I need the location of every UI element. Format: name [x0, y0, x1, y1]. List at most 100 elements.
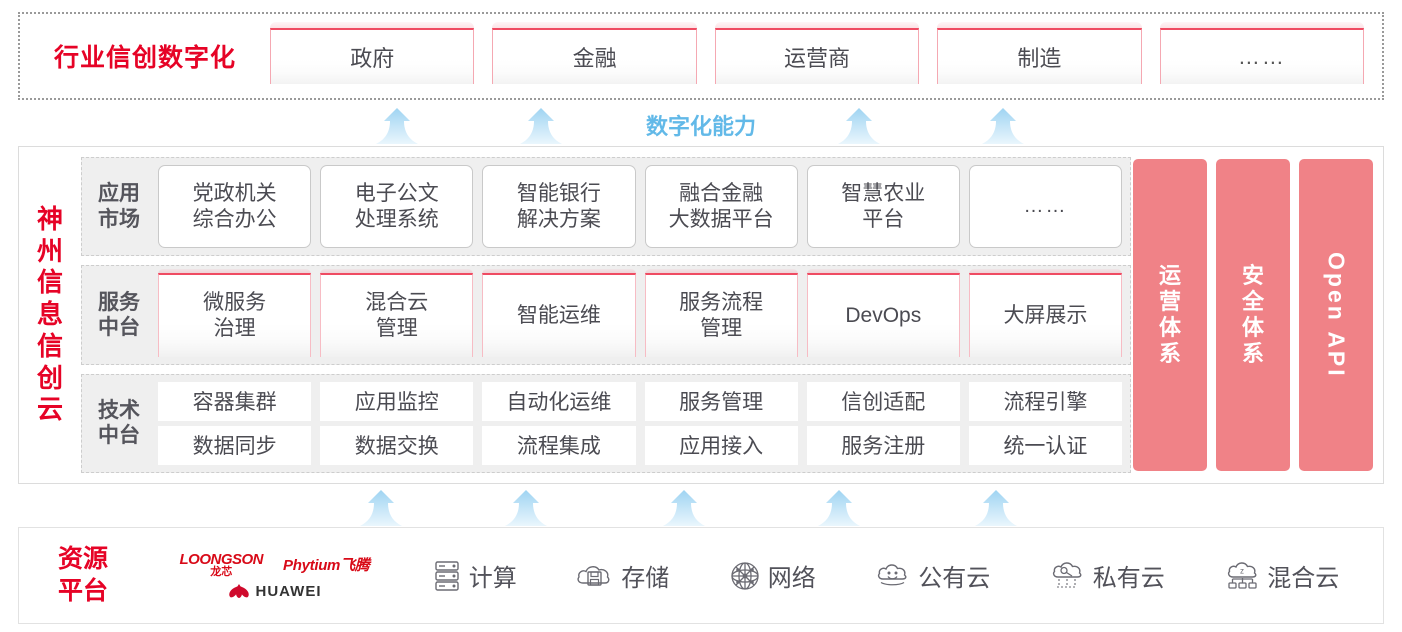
tech-cell-service-management[interactable]: 服务管理 — [644, 381, 798, 421]
tech-cell-automated-ops[interactable]: 自动化运维 — [482, 381, 636, 421]
pillar-char: 运 — [1158, 263, 1181, 289]
vendor-logo-line-1: LOONGSON 龙芯 Phytium飞腾 — [180, 552, 370, 578]
pillar-char: 全 — [1241, 289, 1264, 315]
tech-cell-service-registry[interactable]: 服务注册 — [806, 425, 960, 465]
cell-line2: 综合办公 — [192, 207, 277, 231]
svc-cell-hybrid-cloud-management[interactable]: 混合云 管理 — [320, 269, 474, 357]
svc-cell-devops[interactable]: DevOps — [806, 269, 961, 357]
resource-item-storage[interactable]: 存储 — [576, 558, 669, 593]
cell-line2: 处理系统 — [354, 207, 439, 231]
huawei-logo-text: HUAWEI — [255, 582, 322, 600]
resource-item-label: 公有云 — [918, 565, 991, 592]
industry-card-operator[interactable]: 运营商 — [714, 22, 920, 84]
band-label-service-platform: 服务 中台 — [88, 290, 150, 340]
capability-label: 数字化能力 — [646, 114, 757, 139]
cell-line2: 管理 — [375, 316, 418, 340]
vendor-logo-line-2: HUAWEI — [228, 583, 322, 600]
application-market-cells: 党政机关 综合办公 电子公文 处理系统 智能银行 解决方案 融合金融 — [158, 165, 1123, 249]
up-arrow-icon — [836, 107, 882, 145]
tech-row-1: 容器集群 应用监控 自动化运维 服务管理 信创适配 流程引擎 — [158, 381, 1123, 421]
technology-platform-cells: 容器集群 应用监控 自动化运维 服务管理 信创适配 流程引擎 数据同步 数据交换… — [158, 381, 1123, 465]
tech-cell-data-sync[interactable]: 数据同步 — [158, 425, 312, 465]
svc-cell-large-screen-display[interactable]: 大屏展示 — [968, 269, 1123, 357]
capability-arrow-row: 数字化能力 — [18, 103, 1384, 145]
cloud-title-char: 信 — [36, 267, 63, 298]
cell-line1: 智能银行 — [516, 182, 601, 206]
industry-card-manufacturing[interactable]: 制造 — [937, 22, 1143, 84]
cell-line1: DevOps — [845, 304, 922, 328]
svc-cell-intelligent-ops[interactable]: 智能运维 — [482, 269, 636, 357]
band-label-line2: 市场 — [98, 207, 140, 231]
cell-line1: 微服务 — [203, 291, 267, 315]
pillar-char: 系 — [1241, 340, 1264, 366]
resource-item-label: 混合云 — [1267, 565, 1340, 592]
industry-card-more[interactable]: …… — [1159, 22, 1365, 84]
cell-line2: 平台 — [862, 207, 905, 231]
band-technology-platform: 技术 中台 容器集群 应用监控 自动化运维 服务管理 信创适配 流程引擎 数据同… — [81, 373, 1131, 473]
band-service-platform: 服务 中台 微服务 治理 混合云 管理 智能运维 — [81, 265, 1131, 365]
tech-cell-app-access[interactable]: 应用接入 — [644, 425, 798, 465]
band-label-technology-platform: 技术 中台 — [88, 398, 150, 448]
industry-card-list: 政府 金融 运营商 制造 …… — [270, 22, 1382, 84]
tech-cell-process-engine[interactable]: 流程引擎 — [968, 381, 1123, 421]
tech-cell-xinchuang-adaptation[interactable]: 信创适配 — [806, 381, 960, 421]
private-cloud-icon — [1052, 561, 1082, 588]
resource-item-public-cloud[interactable]: 公有云 — [875, 558, 990, 593]
resource-item-label: 私有云 — [1092, 565, 1165, 592]
cell-line1: 服务流程 — [679, 291, 764, 315]
cell-line2: 解决方案 — [516, 207, 601, 231]
vendor-logo-group: LOONGSON 龙芯 Phytium飞腾 HUAWEI — [147, 552, 402, 600]
band-application-market: 应用 市场 党政机关 综合办公 电子公文 处理系统 智能银行 — [81, 157, 1131, 257]
svc-cell-microservice-governance[interactable]: 微服务 治理 — [158, 269, 312, 357]
resource-item-hybrid-cloud[interactable]: z 混合云 — [1224, 558, 1339, 593]
up-arrow-icon — [358, 489, 404, 527]
up-arrow-icon — [661, 489, 707, 527]
resource-item-private-cloud[interactable]: 私有云 — [1050, 558, 1165, 593]
tech-cell-app-monitoring[interactable]: 应用监控 — [320, 381, 474, 421]
resource-title-line2: 平台 — [57, 576, 108, 605]
pillar-char: 体 — [1241, 315, 1264, 340]
cross-cutting-pillars: 运 营 体 系 安 全 体 系 Open API — [1133, 159, 1373, 471]
cloud-storage-icon — [577, 565, 610, 586]
up-arrow-icon — [816, 489, 862, 527]
pillar-security-system[interactable]: 安 全 体 系 — [1216, 159, 1290, 471]
tech-cell-unified-auth[interactable]: 统一认证 — [968, 425, 1123, 465]
public-cloud-icon — [878, 563, 907, 585]
app-cell-smart-bank-solution[interactable]: 智能银行 解决方案 — [482, 165, 636, 249]
app-cell-party-gov-office[interactable]: 党政机关 综合办公 — [158, 165, 312, 249]
tech-cell-process-integration[interactable]: 流程集成 — [482, 425, 636, 465]
svc-cell-service-process-management[interactable]: 服务流程 管理 — [644, 269, 798, 357]
resource-item-network[interactable]: 网络 — [729, 558, 816, 593]
cell-line1: 电子公文 — [354, 182, 439, 206]
app-cell-more[interactable]: …… — [968, 165, 1123, 249]
resource-item-list: 计算 存储 — [402, 558, 1383, 593]
band-label-line1: 服务 — [98, 290, 140, 314]
band-label-line1: 技术 — [98, 399, 140, 423]
app-cell-finance-bigdata-platform[interactable]: 融合金融 大数据平台 — [644, 165, 798, 249]
server-rack-icon — [435, 560, 459, 591]
up-arrow-icon — [374, 107, 420, 145]
up-arrow-icon — [973, 489, 1019, 527]
huawei-logo: HUAWEI — [228, 583, 322, 600]
cloud-title-char: 信 — [36, 330, 63, 361]
svg-text:z: z — [1240, 566, 1244, 575]
industry-card-government[interactable]: 政府 — [270, 22, 475, 84]
up-arrow-icon — [503, 489, 549, 527]
tech-cell-data-exchange[interactable]: 数据交换 — [320, 425, 474, 465]
loongson-logo-sub: 龙芯 — [210, 565, 233, 578]
pillar-operations-system[interactable]: 运 营 体 系 — [1133, 159, 1207, 471]
app-cell-smart-agriculture-platform[interactable]: 智慧农业 平台 — [806, 165, 960, 249]
pillar-open-api-label: Open API — [1323, 251, 1350, 379]
industry-card-finance[interactable]: 金融 — [492, 22, 698, 84]
pillar-operations-label: 运 营 体 系 — [1159, 263, 1181, 367]
app-cell-e-document-system[interactable]: 电子公文 处理系统 — [320, 165, 474, 249]
resource-arrow-row — [18, 487, 1384, 527]
shenzhou-cloud-container: 神 州 信 息 信 创 云 应用 市场 党政机关 综合办公 — [18, 146, 1384, 484]
pillar-open-api[interactable]: Open API — [1299, 159, 1373, 471]
resource-item-compute[interactable]: 计算 — [432, 558, 517, 593]
cell-line2: 管理 — [700, 316, 743, 340]
pillar-char: 营 — [1158, 289, 1181, 315]
pillar-security-label: 安 全 体 系 — [1242, 263, 1264, 367]
cloud-vertical-title: 神 州 信 息 信 创 云 — [19, 147, 81, 483]
tech-cell-container-cluster[interactable]: 容器集群 — [158, 381, 312, 421]
